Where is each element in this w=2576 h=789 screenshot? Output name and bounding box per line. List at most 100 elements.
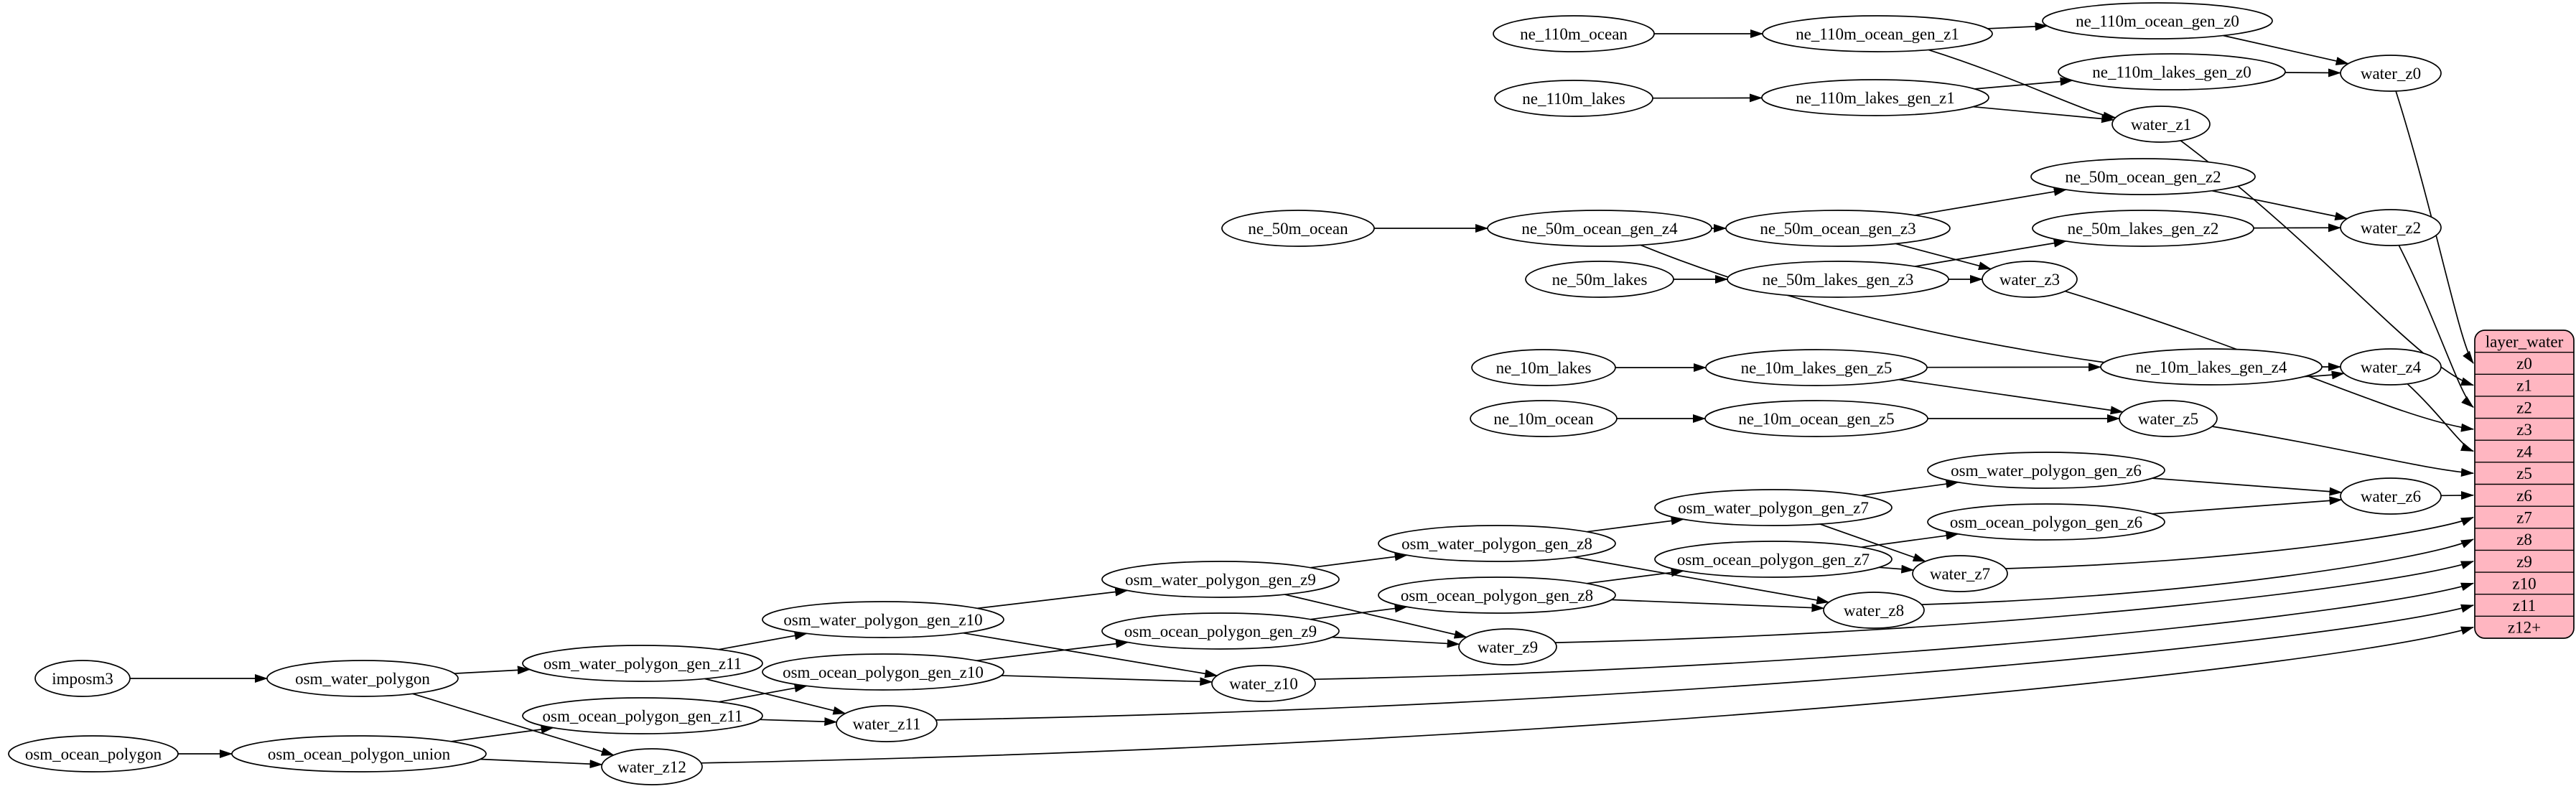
node-ellipse-ne_10m_ocean_gen_z5 [1704, 400, 1928, 437]
edge-water_z3-to-layer_water-z3 [2064, 290, 2474, 432]
node-ne_110m_ocean_gen_z1: ne_110m_ocean_gen_z1 [1762, 15, 1993, 52]
edge-osm_ocean_polygon_gen_z9-to-osm_ocean_polygon_gen_z8 [1310, 604, 1408, 620]
node-ellipse-ne_10m_lakes_gen_z4 [2100, 348, 2323, 386]
node-ellipse-ne_50m_lakes_gen_z2 [2032, 210, 2254, 247]
node-ne_110m_lakes_gen_z0: ne_110m_lakes_gen_z0 [2058, 53, 2286, 90]
node-water_z1: water_z1 [2111, 106, 2211, 143]
edge-water_z6-to-layer_water-z6 [2440, 491, 2474, 500]
node-ellipse-ne_50m_ocean_gen_z2 [2030, 158, 2256, 195]
node-ellipse-ne_50m_lakes [1525, 261, 1674, 298]
edge-osm_water_polygon_gen_z10-to-water_z10 [963, 632, 1218, 678]
node-label-ne_110m_ocean: ne_110m_ocean [1520, 25, 1628, 43]
edge-osm_water_polygon_gen_z7-to-water_z7 [1819, 523, 1926, 562]
edge-ne_10m_lakes_gen_z5-to-water_z5 [1898, 378, 2124, 415]
node-label-water_z10: water_z10 [1229, 675, 1298, 693]
node-ne_50m_ocean: ne_50m_ocean [1221, 210, 1375, 247]
node-ellipse-osm_ocean_polygon [8, 735, 179, 772]
node-label-ne_50m_ocean_gen_z4: ne_50m_ocean_gen_z4 [1521, 220, 1678, 238]
edge-osm_water_polygon_gen_z8-to-water_z8 [1574, 556, 1830, 604]
node-label-water_z6: water_z6 [2361, 487, 2421, 505]
node-label-osm_ocean_polygon_gen_z8: osm_ocean_polygon_gen_z8 [1401, 587, 1593, 604]
node-ellipse-ne_110m_ocean_gen_z0 [2042, 2, 2273, 39]
node-ne_110m_lakes: ne_110m_lakes [1494, 80, 1653, 117]
table-row-z1: z1 [2516, 377, 2532, 395]
node-label-osm_ocean_polygon_gen_z11: osm_ocean_polygon_gen_z11 [543, 707, 743, 725]
node-water_z9: water_z9 [1458, 628, 1557, 666]
node-osm_water_polygon_gen_z9: osm_water_polygon_gen_z9 [1101, 561, 1340, 598]
edge-osm_water_polygon_gen_z11-to-osm_water_polygon_gen_z10 [718, 631, 808, 650]
node-ellipse-water_z8 [1823, 592, 1925, 629]
node-label-osm_water_polygon: osm_water_polygon [295, 670, 430, 688]
node-ne_10m_lakes: ne_10m_lakes [1471, 349, 1616, 386]
node-water_z8: water_z8 [1823, 592, 1925, 629]
node-water_z12: water_z12 [601, 748, 703, 785]
edge-osm_ocean_polygon_union-to-osm_ocean_polygon_gen_z11 [451, 725, 554, 742]
node-water_z6: water_z6 [2340, 477, 2442, 515]
node-ellipse-ne_110m_lakes_gen_z0 [2058, 53, 2286, 90]
node-label-osm_water_polygon_gen_z9: osm_water_polygon_gen_z9 [1125, 571, 1316, 589]
node-ne_50m_ocean_gen_z4: ne_50m_ocean_gen_z4 [1487, 210, 1712, 247]
node-ellipse-osm_ocean_polygon_gen_z8 [1378, 576, 1616, 614]
edge-osm_ocean_polygon_gen_z7-to-osm_ocean_polygon_gen_z6 [1861, 531, 1959, 548]
edge-water_z4-to-layer_water-z4 [2407, 383, 2474, 452]
node-water_z10: water_z10 [1211, 665, 1316, 702]
node-label-osm_water_polygon_gen_z10: osm_water_polygon_gen_z10 [783, 611, 982, 629]
node-imposm3: imposm3 [34, 660, 131, 697]
node-label-osm_ocean_polygon_gen_z7: osm_ocean_polygon_gen_z7 [1677, 551, 1870, 569]
node-ne_50m_lakes: ne_50m_lakes [1525, 261, 1674, 298]
edge-water_z2-to-layer_water-z2 [2398, 245, 2474, 408]
node-ellipse-osm_water_polygon_gen_z11 [522, 645, 763, 682]
table-row-z10: z10 [2512, 574, 2536, 592]
node-ne_10m_lakes_gen_z4: ne_10m_lakes_gen_z4 [2100, 348, 2323, 386]
layer-water-table: layer_waterz0z1z2z3z4z5z6z7z8z9z10z11z12… [2474, 330, 2575, 639]
node-ellipse-osm_water_polygon_gen_z7 [1654, 489, 1893, 526]
node-ellipse-ne_50m_ocean_gen_z3 [1725, 210, 1951, 247]
node-ellipse-water_z12 [601, 748, 703, 785]
edge-osm_ocean_polygon_gen_z9-to-water_z9 [1332, 636, 1460, 648]
node-label-water_z1: water_z1 [2131, 116, 2191, 134]
node-ne_50m_ocean_gen_z2: ne_50m_ocean_gen_z2 [2030, 158, 2256, 195]
node-ellipse-osm_ocean_polygon_gen_z11 [522, 697, 763, 734]
table-row-z6: z6 [2516, 487, 2532, 505]
node-label-ne_50m_ocean_gen_z3: ne_50m_ocean_gen_z3 [1760, 220, 1915, 238]
node-label-ne_50m_ocean_gen_z2: ne_50m_ocean_gen_z2 [2065, 168, 2221, 186]
node-water_z2: water_z2 [2340, 209, 2442, 246]
node-label-water_z3: water_z3 [1999, 271, 2060, 289]
node-ellipse-osm_ocean_polygon_gen_z7 [1654, 541, 1893, 578]
edge-water_z9-to-layer_water-z9 [1555, 560, 2474, 643]
node-osm_water_polygon_gen_z11: osm_water_polygon_gen_z11 [522, 645, 763, 682]
node-osm_water_polygon_gen_z10: osm_water_polygon_gen_z10 [762, 601, 1004, 638]
node-ellipse-osm_ocean_polygon_gen_z6 [1927, 503, 2165, 541]
node-osm_water_polygon_gen_z8: osm_water_polygon_gen_z8 [1378, 525, 1616, 562]
node-label-ne_50m_ocean: ne_50m_ocean [1248, 220, 1348, 238]
edge-water_z12-to-layer_water-z12+ [701, 626, 2474, 764]
node-label-ne_50m_lakes_gen_z3: ne_50m_lakes_gen_z3 [1763, 271, 1914, 289]
node-ellipse-water_z3 [1982, 261, 2078, 298]
node-ellipse-ne_50m_ocean [1221, 210, 1375, 247]
edge-osm_ocean_polygon_gen_z10-to-osm_ocean_polygon_gen_z9 [976, 639, 1129, 662]
node-ellipse-ne_110m_lakes [1494, 80, 1653, 117]
edge-osm_ocean_polygon_gen_z10-to-water_z10 [1001, 675, 1213, 686]
node-ellipse-ne_50m_ocean_gen_z4 [1487, 210, 1712, 247]
edge-osm_water_polygon_gen_z10-to-osm_water_polygon_gen_z9 [976, 587, 1129, 610]
node-osm_water_polygon_gen_z7: osm_water_polygon_gen_z7 [1654, 489, 1893, 526]
node-label-osm_water_polygon_gen_z11: osm_water_polygon_gen_z11 [543, 655, 742, 673]
edge-water_z8-to-layer_water-z8 [1921, 538, 2474, 605]
node-label-ne_110m_lakes_gen_z0: ne_110m_lakes_gen_z0 [2092, 63, 2251, 81]
node-water_z11: water_z11 [836, 705, 938, 742]
node-ne_10m_lakes_gen_z5: ne_10m_lakes_gen_z5 [1705, 349, 1928, 386]
node-label-water_z2: water_z2 [2361, 219, 2421, 237]
table-row-z0: z0 [2516, 355, 2532, 373]
edge-water_z7-to-layer_water-z7 [2005, 516, 2474, 569]
edge-osm_ocean_polygon_gen_z8-to-osm_ocean_polygon_gen_z7 [1587, 568, 1684, 584]
node-ellipse-ne_110m_ocean_gen_z1 [1762, 15, 1993, 52]
edge-osm_ocean_polygon_gen_z6-to-water_z6 [2152, 496, 2343, 515]
node-label-ne_10m_lakes_gen_z5: ne_10m_lakes_gen_z5 [1741, 359, 1893, 377]
node-ellipse-ne_110m_lakes_gen_z1 [1761, 79, 1989, 116]
node-ellipse-water_z2 [2340, 209, 2442, 246]
node-ellipse-water_z10 [1211, 665, 1316, 702]
node-ellipse-ne_10m_lakes [1471, 349, 1616, 386]
node-water_z4: water_z4 [2340, 348, 2442, 386]
node-ellipse-imposm3 [34, 660, 131, 697]
node-label-water_z7: water_z7 [1930, 565, 1990, 583]
